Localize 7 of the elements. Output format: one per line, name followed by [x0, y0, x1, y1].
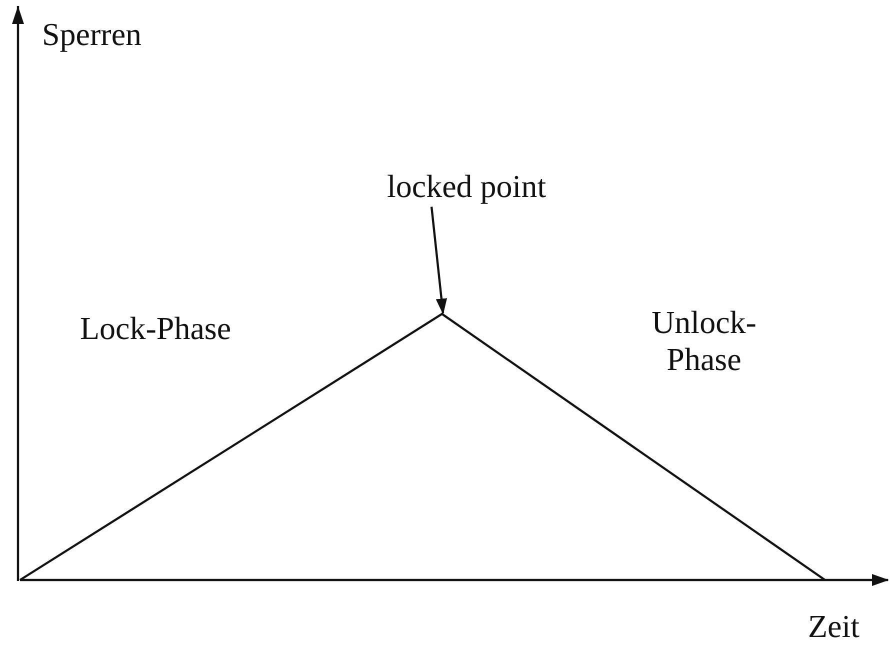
- curve-line: [19, 312, 826, 581]
- leader-arrow: [430, 206, 448, 315]
- axis-label: Zeit: [808, 608, 860, 645]
- axis-label: Sperren: [42, 16, 142, 53]
- callout-label: locked point: [387, 168, 546, 205]
- phase-label: Unlock- Phase: [650, 304, 758, 378]
- phase-label: Lock-Phase: [80, 310, 232, 347]
